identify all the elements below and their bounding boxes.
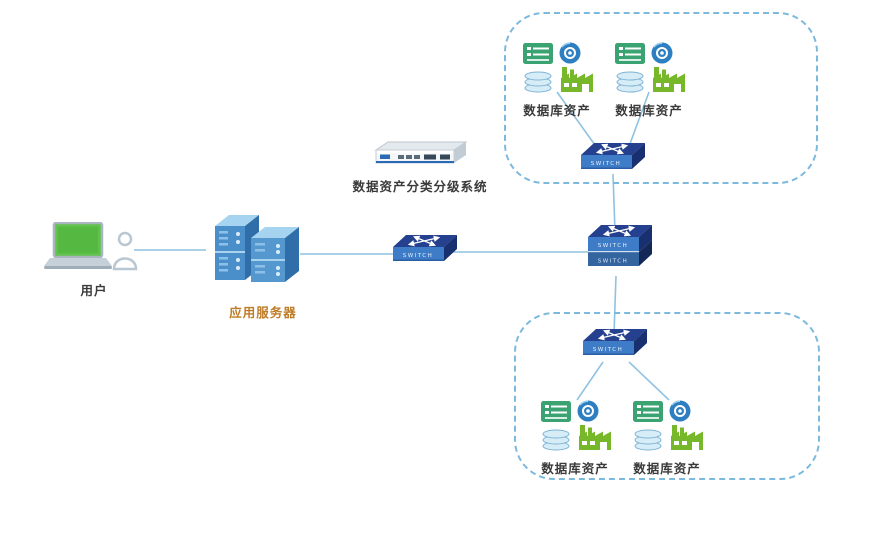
db-asset-label: 数据库资产 <box>615 103 683 118</box>
disc-icon <box>559 42 581 64</box>
switch-text: SWITCH <box>591 161 622 167</box>
document-icon <box>615 43 645 64</box>
document-icon <box>523 43 553 64</box>
document-icon <box>541 401 571 422</box>
disk-stack-icon <box>542 429 570 451</box>
disc-icon <box>669 400 691 422</box>
switch-icon: SWITCH <box>581 143 645 169</box>
db-asset-zone-bottom <box>514 312 820 480</box>
switch-stack-icon: SWITCH SWITCH <box>588 225 652 266</box>
node-switch-bottom-zone: SWITCH <box>582 328 648 368</box>
laptop-and-user-icon <box>44 222 138 271</box>
switch-text: SWITCH <box>593 347 624 353</box>
switch-text: SWITCH <box>598 243 629 249</box>
disc-icon <box>577 400 599 422</box>
switch-text: SWITCH <box>403 253 434 259</box>
disk-stack-icon <box>634 429 662 451</box>
db-asset-label: 数据库资产 <box>541 461 609 476</box>
factory-icon <box>671 425 703 450</box>
db-asset-icon <box>523 42 593 93</box>
laptop-icon <box>44 222 112 269</box>
switch-text: SWITCH <box>598 259 629 265</box>
db-asset-icon <box>633 400 703 451</box>
db-asset-label: 数据库资产 <box>523 103 591 118</box>
db-asset-icon <box>615 42 685 93</box>
node-db-asset: 数据库资产 <box>514 40 600 119</box>
appliance-icon <box>374 141 468 164</box>
node-switch-top-zone: SWITCH <box>580 142 646 182</box>
node-classifier: 数据资产分类分级系统 <box>350 140 490 195</box>
node-db-asset: 数据库资产 <box>532 398 618 477</box>
node-db-asset: 数据库资产 <box>624 398 710 477</box>
switch-icon: SWITCH <box>583 329 647 355</box>
db-asset-label: 数据库资产 <box>633 461 701 476</box>
node-switch-stack: SWITCH SWITCH <box>586 224 652 280</box>
disc-icon <box>651 42 673 64</box>
disk-stack-icon <box>616 71 644 93</box>
node-app-server: 应用服务器 <box>204 210 322 321</box>
factory-icon <box>653 67 685 92</box>
person-icon <box>112 231 138 271</box>
db-asset-icon <box>541 400 611 451</box>
classifier-label: 数据资产分类分级系统 <box>352 179 488 194</box>
document-icon <box>633 401 663 422</box>
switch-icon: SWITCH <box>393 235 457 261</box>
db-asset-zone-top <box>504 12 818 184</box>
app-server-label: 应用服务器 <box>229 305 297 320</box>
node-user: 用户 <box>40 222 148 299</box>
node-switch-core: SWITCH <box>392 234 458 274</box>
factory-icon <box>561 67 593 92</box>
node-db-asset: 数据库资产 <box>606 40 692 119</box>
disk-stack-icon <box>524 71 552 93</box>
factory-icon <box>579 425 611 450</box>
user-label: 用户 <box>80 283 108 298</box>
server-icon <box>215 215 299 282</box>
